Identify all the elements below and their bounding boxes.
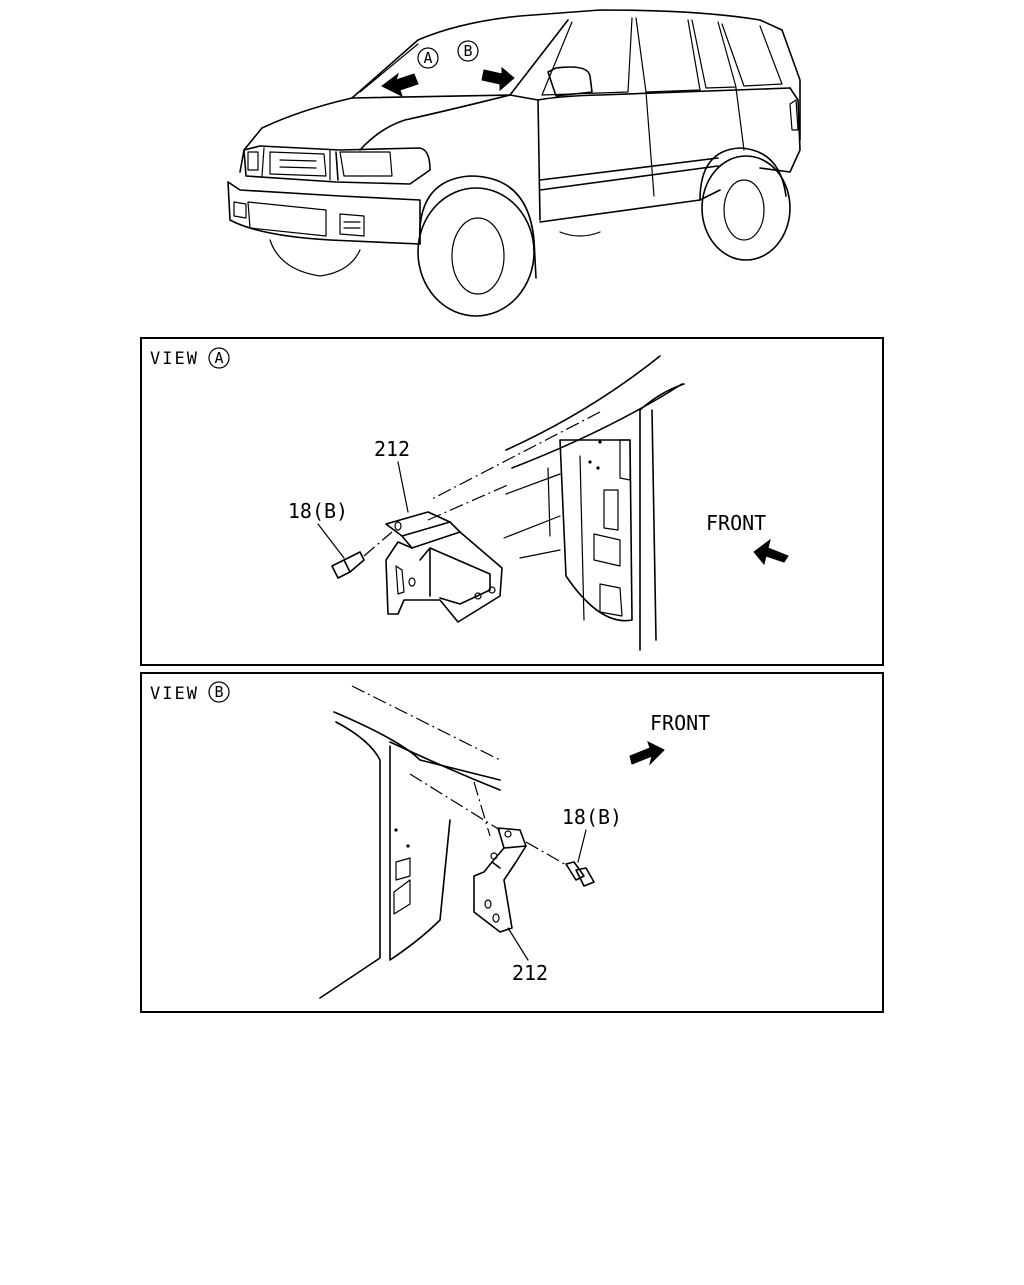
view-b-title-circle [208, 681, 230, 703]
view-a-title-circle [208, 347, 230, 369]
view-b-panel [140, 672, 884, 1013]
view-b-drawing [319, 685, 665, 999]
view-a-callout-mark: A [423, 49, 432, 67]
view-b-callout-mark: B [463, 42, 472, 60]
view-a-drawing [317, 355, 789, 651]
view-b-bolt-label: 18(B) [562, 805, 622, 829]
view-a-title-mark: A [214, 349, 223, 367]
view-b-front-label: FRONT [650, 711, 710, 735]
view-b-title-mark: B [214, 683, 223, 701]
view-a-title: VIEW [150, 349, 199, 369]
view-a-panel [140, 337, 884, 666]
view-a-bolt-label: 18(B) [288, 499, 348, 523]
view-b-title: VIEW [150, 684, 199, 704]
view-a-bracket-label: 212 [374, 437, 410, 461]
view-a-front-label: FRONT [706, 511, 766, 535]
vehicle-overview-illustration [227, 9, 801, 317]
view-b-bracket-label: 212 [512, 961, 548, 985]
